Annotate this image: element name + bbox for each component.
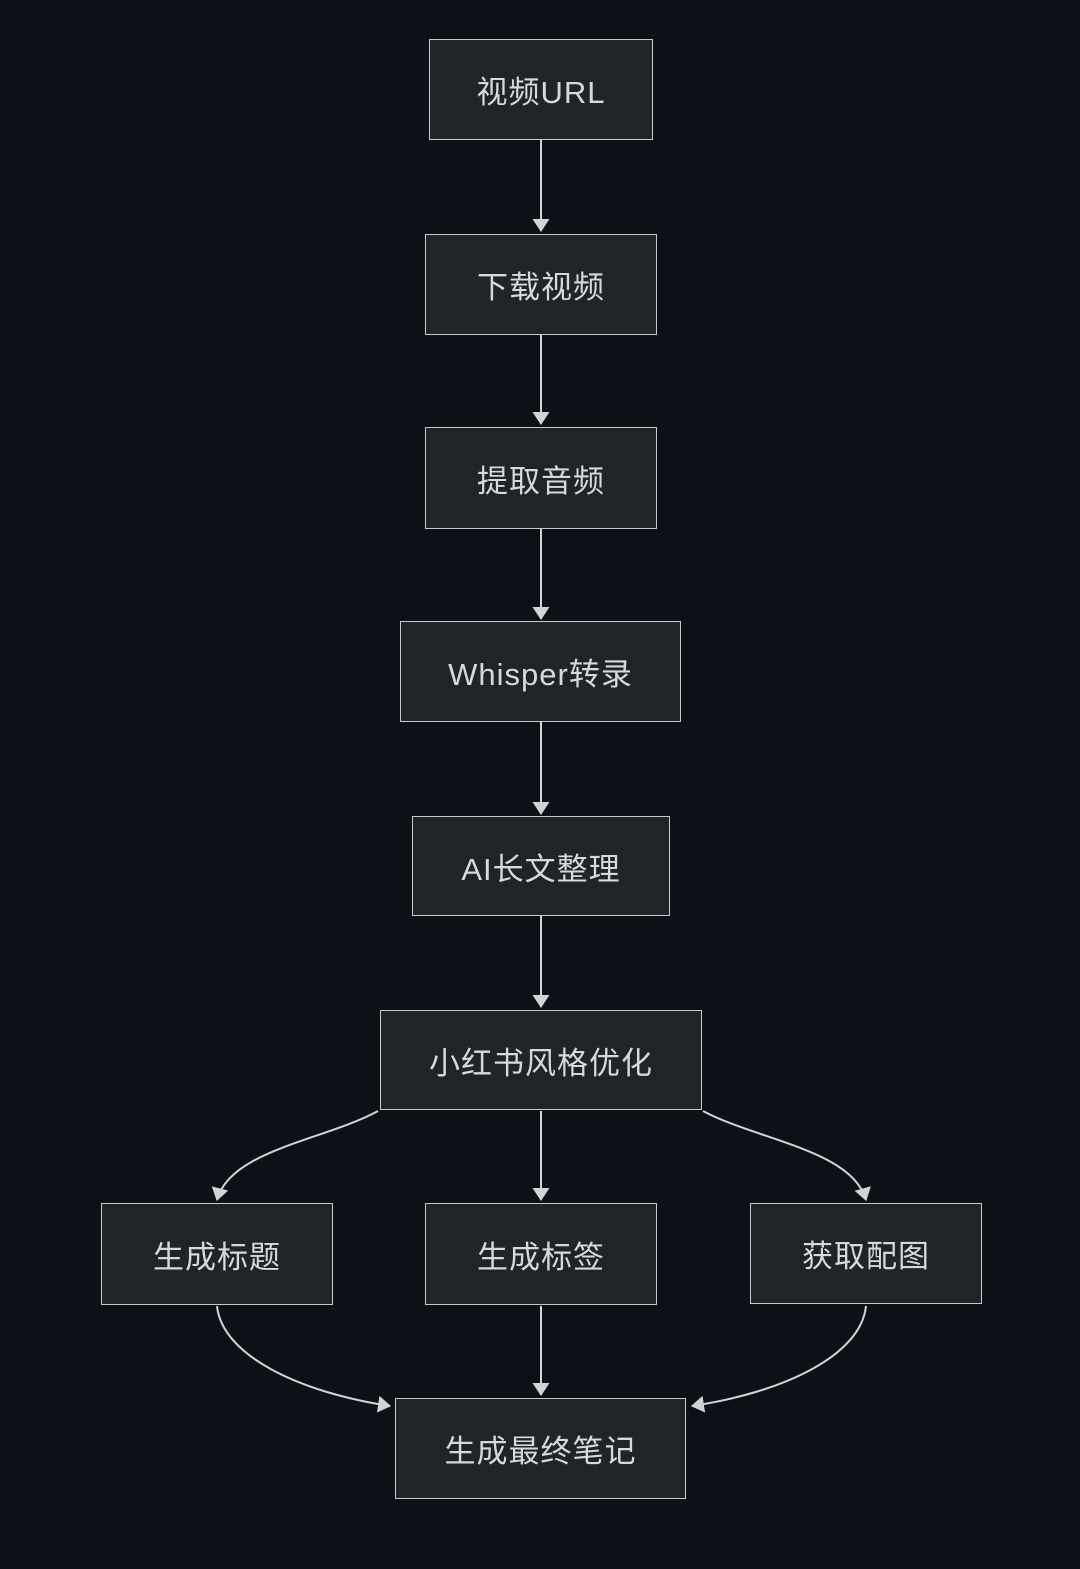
edge-xhs-style-to-get-images bbox=[702, 1110, 871, 1201]
edge-get-images-to-final-note bbox=[691, 1305, 867, 1413]
node-xhs-style-optimize: 小红书风格优化 bbox=[380, 1010, 702, 1110]
node-generate-title-label: 生成标题 bbox=[153, 1239, 281, 1275]
node-video-url-label: 视频URL bbox=[476, 75, 606, 110]
node-download-video-label: 下载视频 bbox=[477, 270, 605, 305]
edge-xhs-style-to-generate-title bbox=[211, 1110, 379, 1201]
node-download-video: 下载视频 bbox=[425, 234, 657, 335]
edge-generate-title-to-final-note bbox=[216, 1305, 391, 1413]
node-get-images-label: 获取配图 bbox=[802, 1239, 930, 1274]
node-extract-audio: 提取音频 bbox=[425, 427, 657, 529]
node-whisper-transcribe: Whisper转录 bbox=[400, 621, 681, 722]
node-generate-tags-label: 生成标签 bbox=[477, 1239, 605, 1275]
node-generate-title: 生成标题 bbox=[101, 1203, 333, 1305]
node-ai-longform-label: AI长文整理 bbox=[461, 851, 621, 887]
node-video-url: 视频URL bbox=[429, 39, 653, 140]
node-extract-audio-label: 提取音频 bbox=[477, 463, 605, 499]
node-final-note-label: 生成最终笔记 bbox=[444, 1434, 637, 1469]
node-get-images: 获取配图 bbox=[750, 1203, 982, 1304]
node-xhs-style-optimize-label: 小红书风格优化 bbox=[429, 1045, 653, 1081]
node-ai-longform: AI长文整理 bbox=[412, 816, 670, 916]
node-whisper-transcribe-label: Whisper转录 bbox=[448, 657, 633, 692]
node-final-note: 生成最终笔记 bbox=[395, 1398, 686, 1499]
node-generate-tags: 生成标签 bbox=[425, 1203, 657, 1305]
